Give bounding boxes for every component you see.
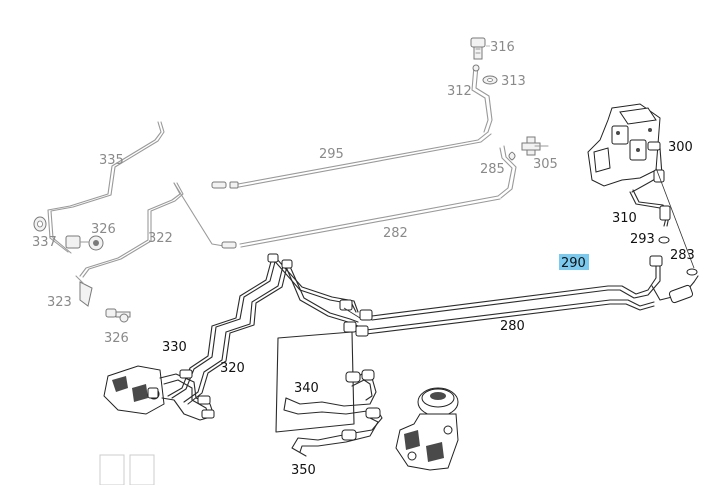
brake-master-cylinder <box>395 387 459 471</box>
label-300: 300 <box>668 140 693 155</box>
pipe-310 <box>629 189 671 227</box>
hydraulic-unit-300 <box>587 103 665 193</box>
washer-313 <box>482 75 498 85</box>
clip-323 <box>75 275 93 307</box>
label-323: 323 <box>47 295 72 310</box>
label-290-highlight <box>559 254 589 270</box>
label-295: 295 <box>319 147 344 162</box>
label-330: 330 <box>162 340 187 355</box>
mounting-plate <box>275 331 355 433</box>
label-313: 313 <box>501 74 526 89</box>
pipe-bundle-330 <box>167 253 359 405</box>
washer-283 <box>686 268 698 276</box>
label-340: 340 <box>294 381 319 396</box>
label-310: 310 <box>612 211 637 226</box>
clip-285 <box>497 145 517 199</box>
label-322: 322 <box>148 231 173 246</box>
bracket-312 <box>471 64 493 133</box>
label-280: 280 <box>500 319 525 334</box>
bolt-305 <box>521 136 549 156</box>
pipe-295 <box>47 121 492 254</box>
label-293: 293 <box>630 232 655 247</box>
label-305: 305 <box>533 157 558 172</box>
label-283: 283 <box>670 248 695 263</box>
label-326-lower: 326 <box>104 331 129 346</box>
label-326-upper: 326 <box>91 222 116 237</box>
label-285: 285 <box>480 162 505 177</box>
label-320: 320 <box>220 361 245 376</box>
pipe-282 <box>79 182 501 278</box>
washer-293 <box>658 236 670 244</box>
label-312: 312 <box>447 84 472 99</box>
label-290: 290 <box>561 256 586 271</box>
pipe-290 <box>371 255 699 321</box>
hose-350 <box>291 407 383 457</box>
bolt-326-lower <box>105 308 131 323</box>
valve-block <box>103 365 215 421</box>
label-350: 350 <box>291 463 316 478</box>
corner-boxes <box>99 454 155 485</box>
hose-340 <box>283 369 377 415</box>
label-337: 337 <box>32 235 57 250</box>
fitting-326-upper <box>65 235 104 251</box>
bolt-316 <box>470 37 486 60</box>
label-282: 282 <box>383 226 408 241</box>
ring-337 <box>33 216 47 232</box>
label-316: 316 <box>490 40 515 55</box>
label-335: 335 <box>99 153 124 168</box>
